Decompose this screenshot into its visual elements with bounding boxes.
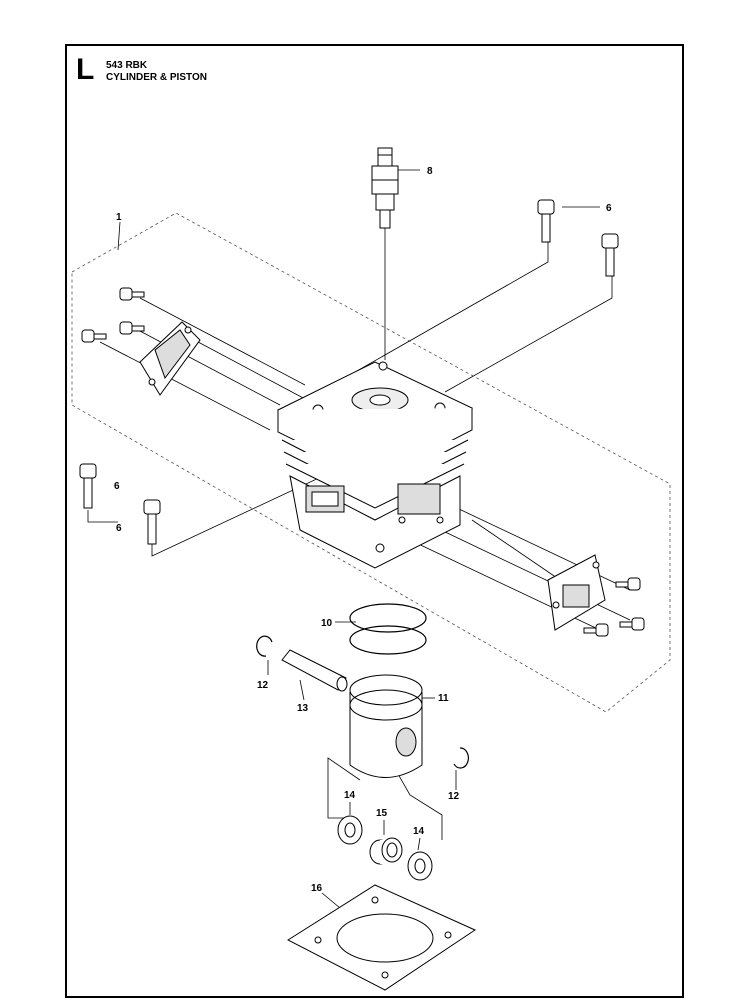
callout-6: 6: [606, 203, 612, 214]
callout-6: 6: [114, 481, 120, 492]
callout-11: 11: [438, 693, 449, 704]
section-letter: L: [76, 53, 95, 86]
cylinder-icon: [276, 361, 474, 569]
diagram-frame: [65, 44, 684, 998]
piston-ring-icon: [349, 603, 427, 655]
screw-icon: [81, 287, 645, 637]
callout-14: 14: [413, 826, 425, 837]
page-title: CYLINDER & PISTON: [106, 72, 207, 83]
flange-icon: [547, 554, 606, 631]
washer-icon: [407, 851, 433, 881]
flange-icon: [139, 321, 201, 396]
circlip-icon: [256, 635, 469, 769]
bolt-icon: [537, 199, 555, 243]
spark-plug-icon: [371, 147, 399, 229]
piston-pin-icon: [281, 649, 348, 692]
callout-12: 12: [257, 680, 269, 691]
assembly-boundary: [71, 212, 671, 713]
callout-6: 6: [116, 523, 122, 534]
callout-8: 8: [427, 166, 433, 177]
bolt-icon: [601, 233, 619, 277]
callout-1: 1: [116, 212, 122, 223]
callout-10: 10: [321, 618, 333, 629]
bolt-icon: [79, 463, 97, 509]
callout-14: 14: [344, 790, 356, 801]
callout-12: 12: [448, 791, 460, 802]
gasket-icon: [286, 884, 477, 991]
bolt-icon: [143, 499, 161, 545]
callout-16: 16: [311, 883, 323, 894]
piston-icon: [349, 674, 423, 778]
callout-13: 13: [297, 703, 309, 714]
callout-15: 15: [376, 808, 388, 819]
needle-bearing-icon: [369, 837, 403, 865]
washer-icon: [337, 815, 363, 845]
model-name: 543 RBK: [106, 60, 148, 71]
